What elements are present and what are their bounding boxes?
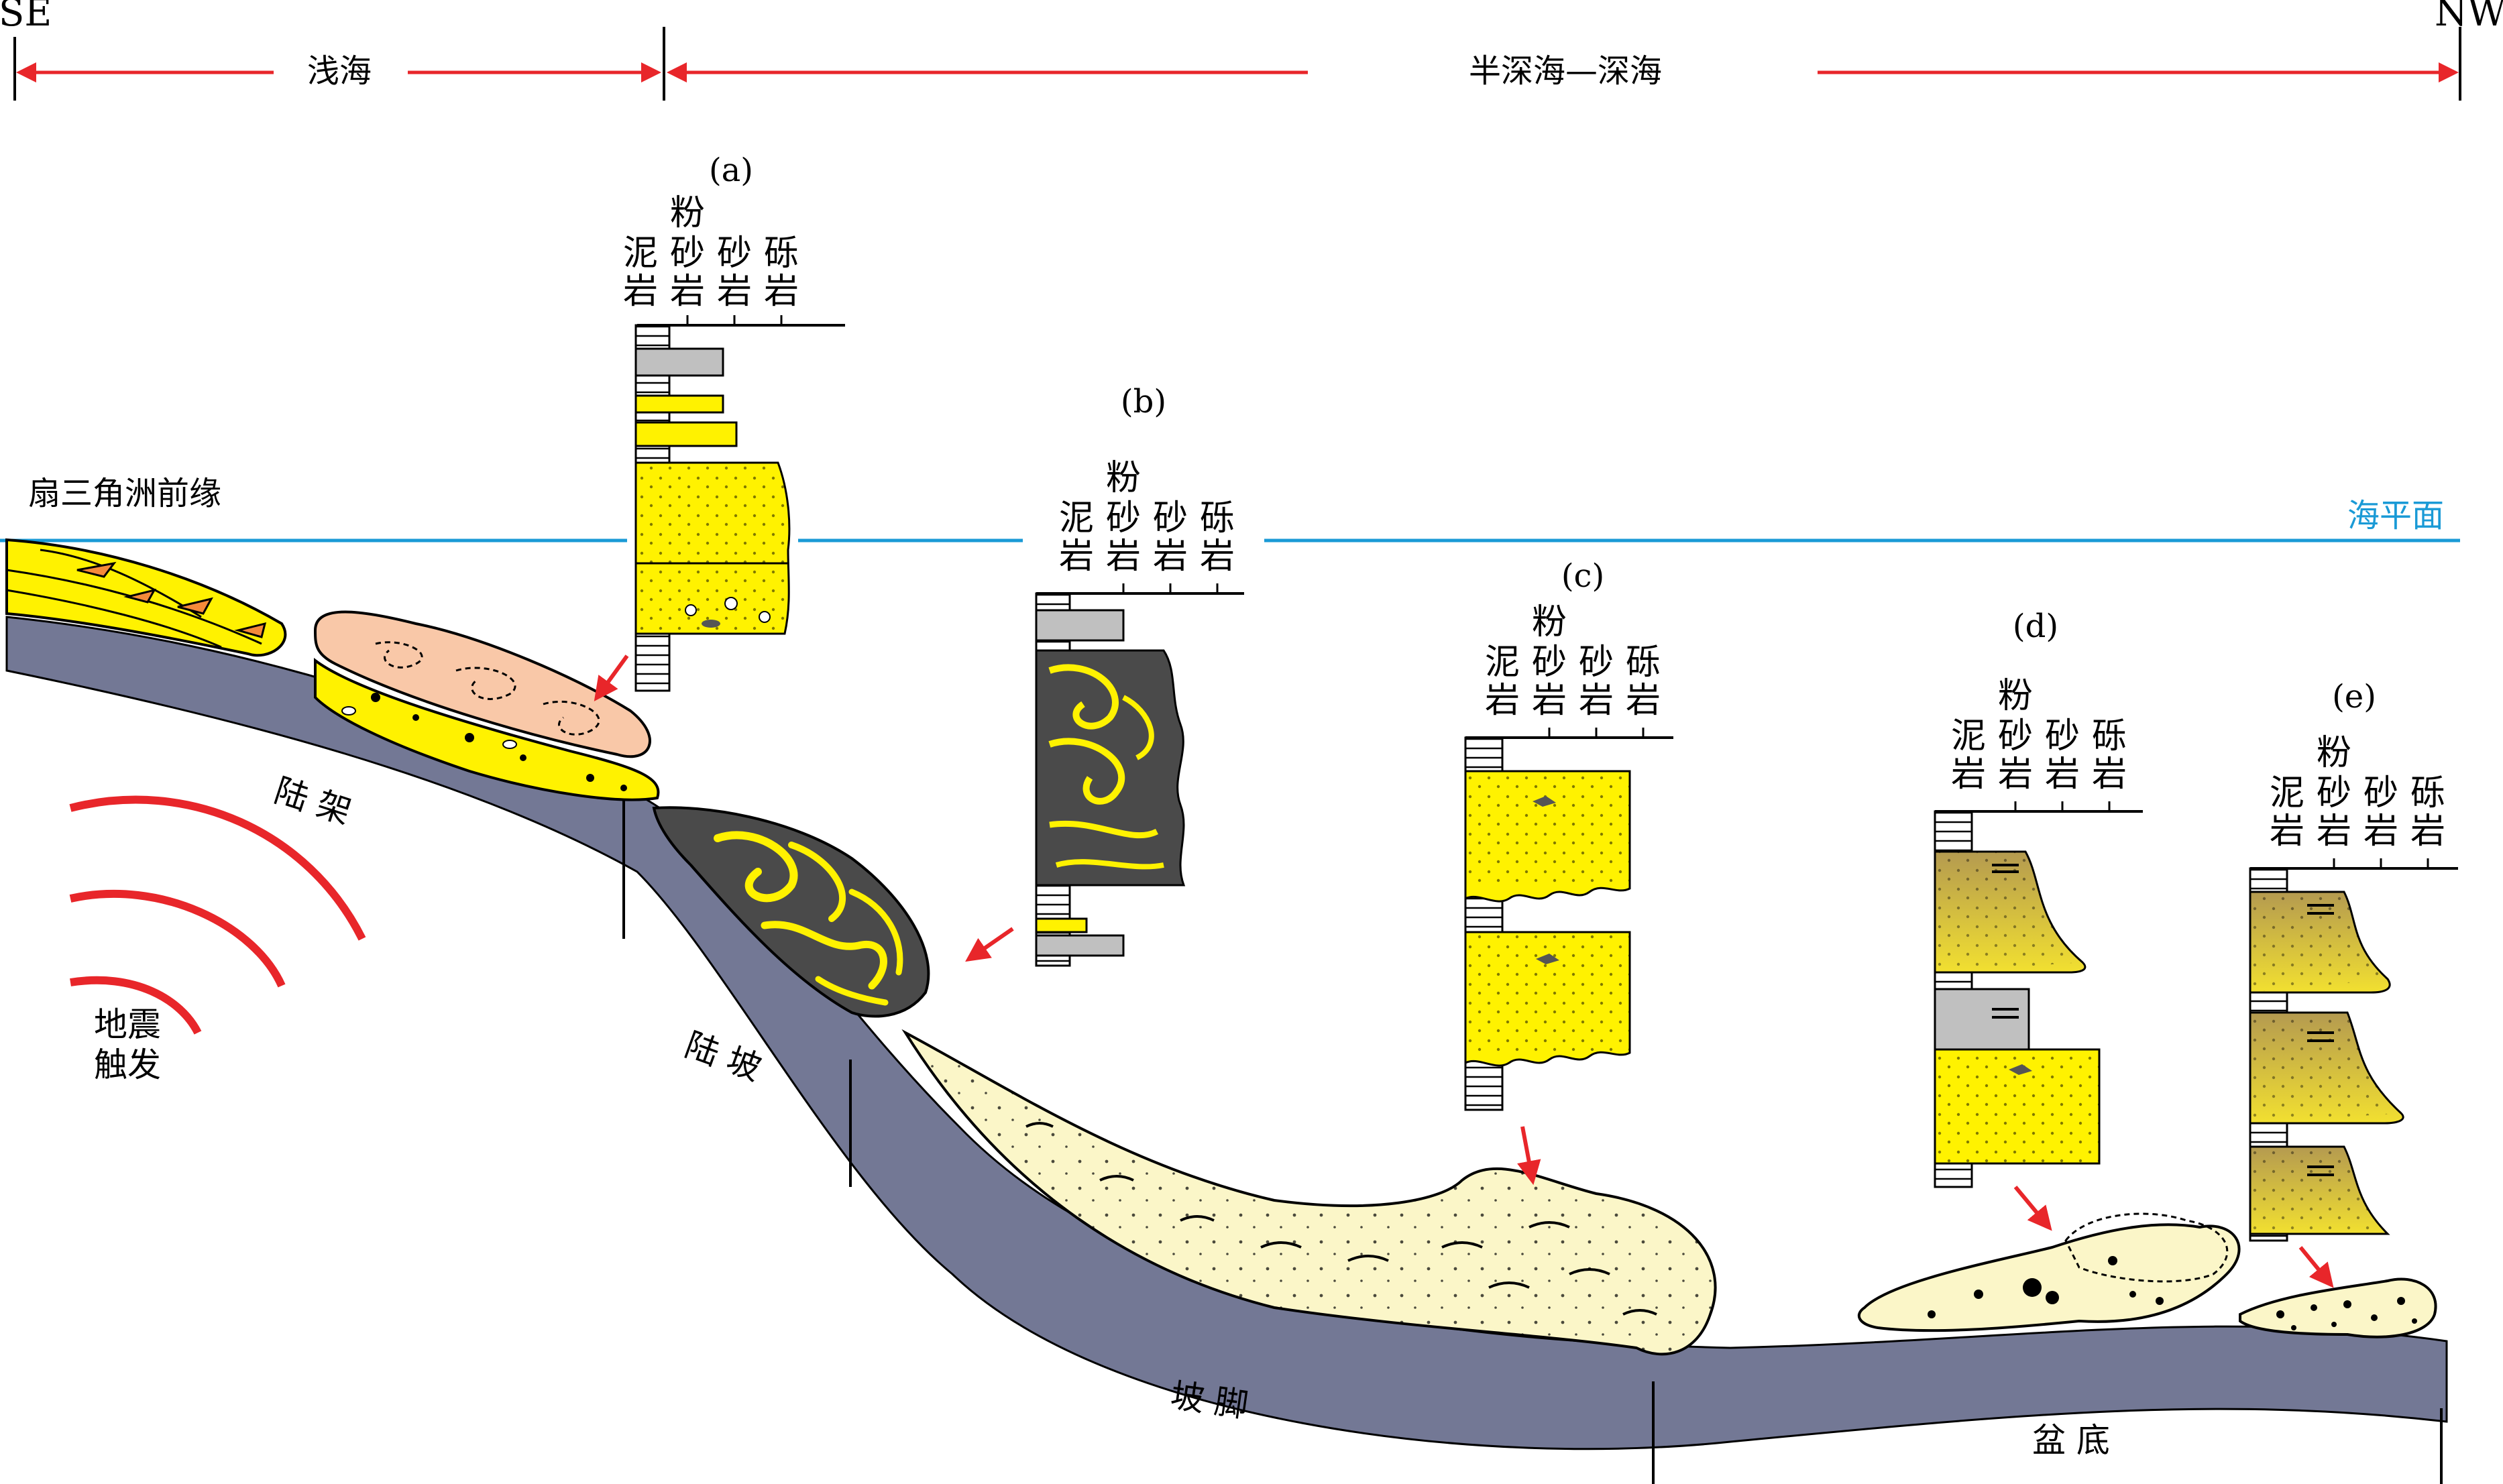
svg-text:岩: 岩	[1579, 681, 1614, 721]
svg-text:泥: 泥	[1059, 498, 1094, 538]
shallow-sea-label: 浅海	[307, 52, 372, 90]
svg-text:砂: 砂	[2045, 716, 2080, 756]
svg-text:砾: 砾	[1626, 642, 1661, 683]
fan-delta-front-body	[5, 538, 287, 657]
debrite-deposit-d	[1857, 1212, 2241, 1332]
svg-text:岩: 岩	[2092, 754, 2127, 795]
svg-text:砂: 砂	[717, 233, 752, 274]
svg-text:砾: 砾	[2410, 773, 2445, 813]
arrow-d	[2013, 1186, 2052, 1231]
svg-text:砂: 砂	[2317, 773, 2351, 813]
svg-text:砾: 砾	[2092, 716, 2127, 756]
column-label: (b)	[1121, 383, 1166, 420]
arrow-c	[1517, 1126, 1541, 1186]
svg-text:岩: 岩	[2410, 811, 2445, 852]
svg-text:岩: 岩	[1951, 754, 1986, 795]
svg-text:粉: 粉	[670, 193, 705, 233]
se-label: SE	[0, 0, 52, 35]
svg-text:岩: 岩	[1626, 681, 1661, 721]
arrow-e	[2298, 1246, 2334, 1288]
arrow-a	[594, 654, 629, 701]
svg-text:岩: 岩	[1200, 536, 1235, 577]
bedrock-substrate	[5, 616, 2448, 1450]
grain-scale-header: 粉 泥 砂 砂 砾 岩 岩 岩 岩	[623, 193, 799, 312]
svg-text:岩: 岩	[717, 272, 752, 312]
earthquake-label-2: 触发	[94, 1045, 161, 1084]
sea-level-label: 海平面	[2347, 497, 2444, 534]
earthquake-waves: 地震 触发	[69, 795, 366, 1084]
shelf-label: 陆 架	[270, 770, 355, 832]
svg-text:岩: 岩	[1998, 754, 2033, 795]
svg-text:岩: 岩	[2317, 811, 2351, 852]
svg-text:岩: 岩	[1153, 536, 1188, 577]
svg-text:砂: 砂	[1153, 498, 1188, 538]
nw-label: NW	[2435, 0, 2503, 35]
grain-scale-header: 粉 泥 砂 砂 砾 岩 岩 岩 岩	[1485, 602, 1661, 721]
column-label: (e)	[2332, 678, 2376, 716]
svg-text:粉: 粉	[1998, 676, 2033, 716]
svg-text:泥: 泥	[623, 233, 658, 274]
svg-text:粉: 粉	[2317, 733, 2351, 773]
grain-scale-header: 粉 泥 砂 砂 砾 岩 岩 岩 岩	[2270, 733, 2445, 852]
svg-text:砂: 砂	[670, 233, 705, 274]
svg-text:岩: 岩	[1106, 536, 1141, 577]
slope-label: 陆 坡	[680, 1025, 767, 1088]
svg-text:岩: 岩	[2045, 754, 2080, 795]
svg-text:岩: 岩	[1532, 681, 1567, 721]
column-e: (e) 粉 泥 砂 砂 砾 岩 岩 岩 岩	[2249, 678, 2458, 1242]
svg-text:粉: 粉	[1532, 602, 1567, 642]
svg-text:岩: 岩	[670, 272, 705, 312]
svg-text:泥: 泥	[1951, 716, 1986, 756]
svg-text:岩: 岩	[623, 272, 658, 312]
svg-text:泥: 泥	[2270, 773, 2304, 813]
debrite-deposit-e	[2239, 1277, 2437, 1338]
svg-text:粉: 粉	[1106, 458, 1141, 498]
svg-text:岩: 岩	[2270, 811, 2304, 852]
column-c: (c) 粉 泥 砂 砂 砾 岩 岩 岩 岩	[1464, 557, 1673, 1111]
svg-text:砂: 砂	[1532, 642, 1567, 683]
slump-deposit	[652, 806, 930, 1018]
svg-text:砂: 砂	[1998, 716, 2033, 756]
column-label: (d)	[2013, 608, 2058, 645]
grain-scale-header: 粉 泥 砂 砂 砾 岩 岩 岩 岩	[1951, 676, 2127, 795]
svg-text:泥: 泥	[1485, 642, 1520, 683]
fan-delta-front-label: 扇三角洲前缘	[28, 475, 221, 512]
column-d: (d) 粉 泥 砂 砂 砾 岩 岩 岩 岩	[1934, 608, 2143, 1188]
deep-sea-label: 半深海—深海	[1469, 52, 1662, 90]
arrow-b	[965, 927, 1014, 962]
column-a: (a) 粉 泥 砂 砂 砾 岩 岩 岩 岩	[623, 152, 845, 692]
svg-text:砾: 砾	[1200, 498, 1235, 538]
grain-scale-header: 粉 泥 砂 砂 砾 岩 岩 岩 岩	[1059, 458, 1235, 577]
column-b: (b) 粉 泥 砂 砂 砾 岩 岩 岩 岩	[1035, 383, 1244, 967]
earthquake-label-1: 地震	[94, 1005, 161, 1044]
column-label: (c)	[1561, 557, 1604, 595]
column-label: (a)	[709, 152, 753, 189]
svg-text:岩: 岩	[2363, 811, 2398, 852]
turbidite-deposit	[901, 1029, 1717, 1356]
header: SE NW 浅海 半深海—深海	[0, 0, 2503, 101]
svg-text:岩: 岩	[1485, 681, 1520, 721]
svg-text:砾: 砾	[764, 233, 799, 274]
slide-deposit	[313, 610, 660, 801]
svg-text:砂: 砂	[1579, 642, 1614, 683]
basin-floor-label: 盆 底	[2032, 1421, 2110, 1460]
svg-text:岩: 岩	[764, 272, 799, 312]
sea-level: 海平面	[0, 497, 2460, 543]
svg-text:砂: 砂	[1106, 498, 1141, 538]
svg-text:砂: 砂	[2363, 773, 2398, 813]
svg-text:岩: 岩	[1059, 536, 1094, 577]
